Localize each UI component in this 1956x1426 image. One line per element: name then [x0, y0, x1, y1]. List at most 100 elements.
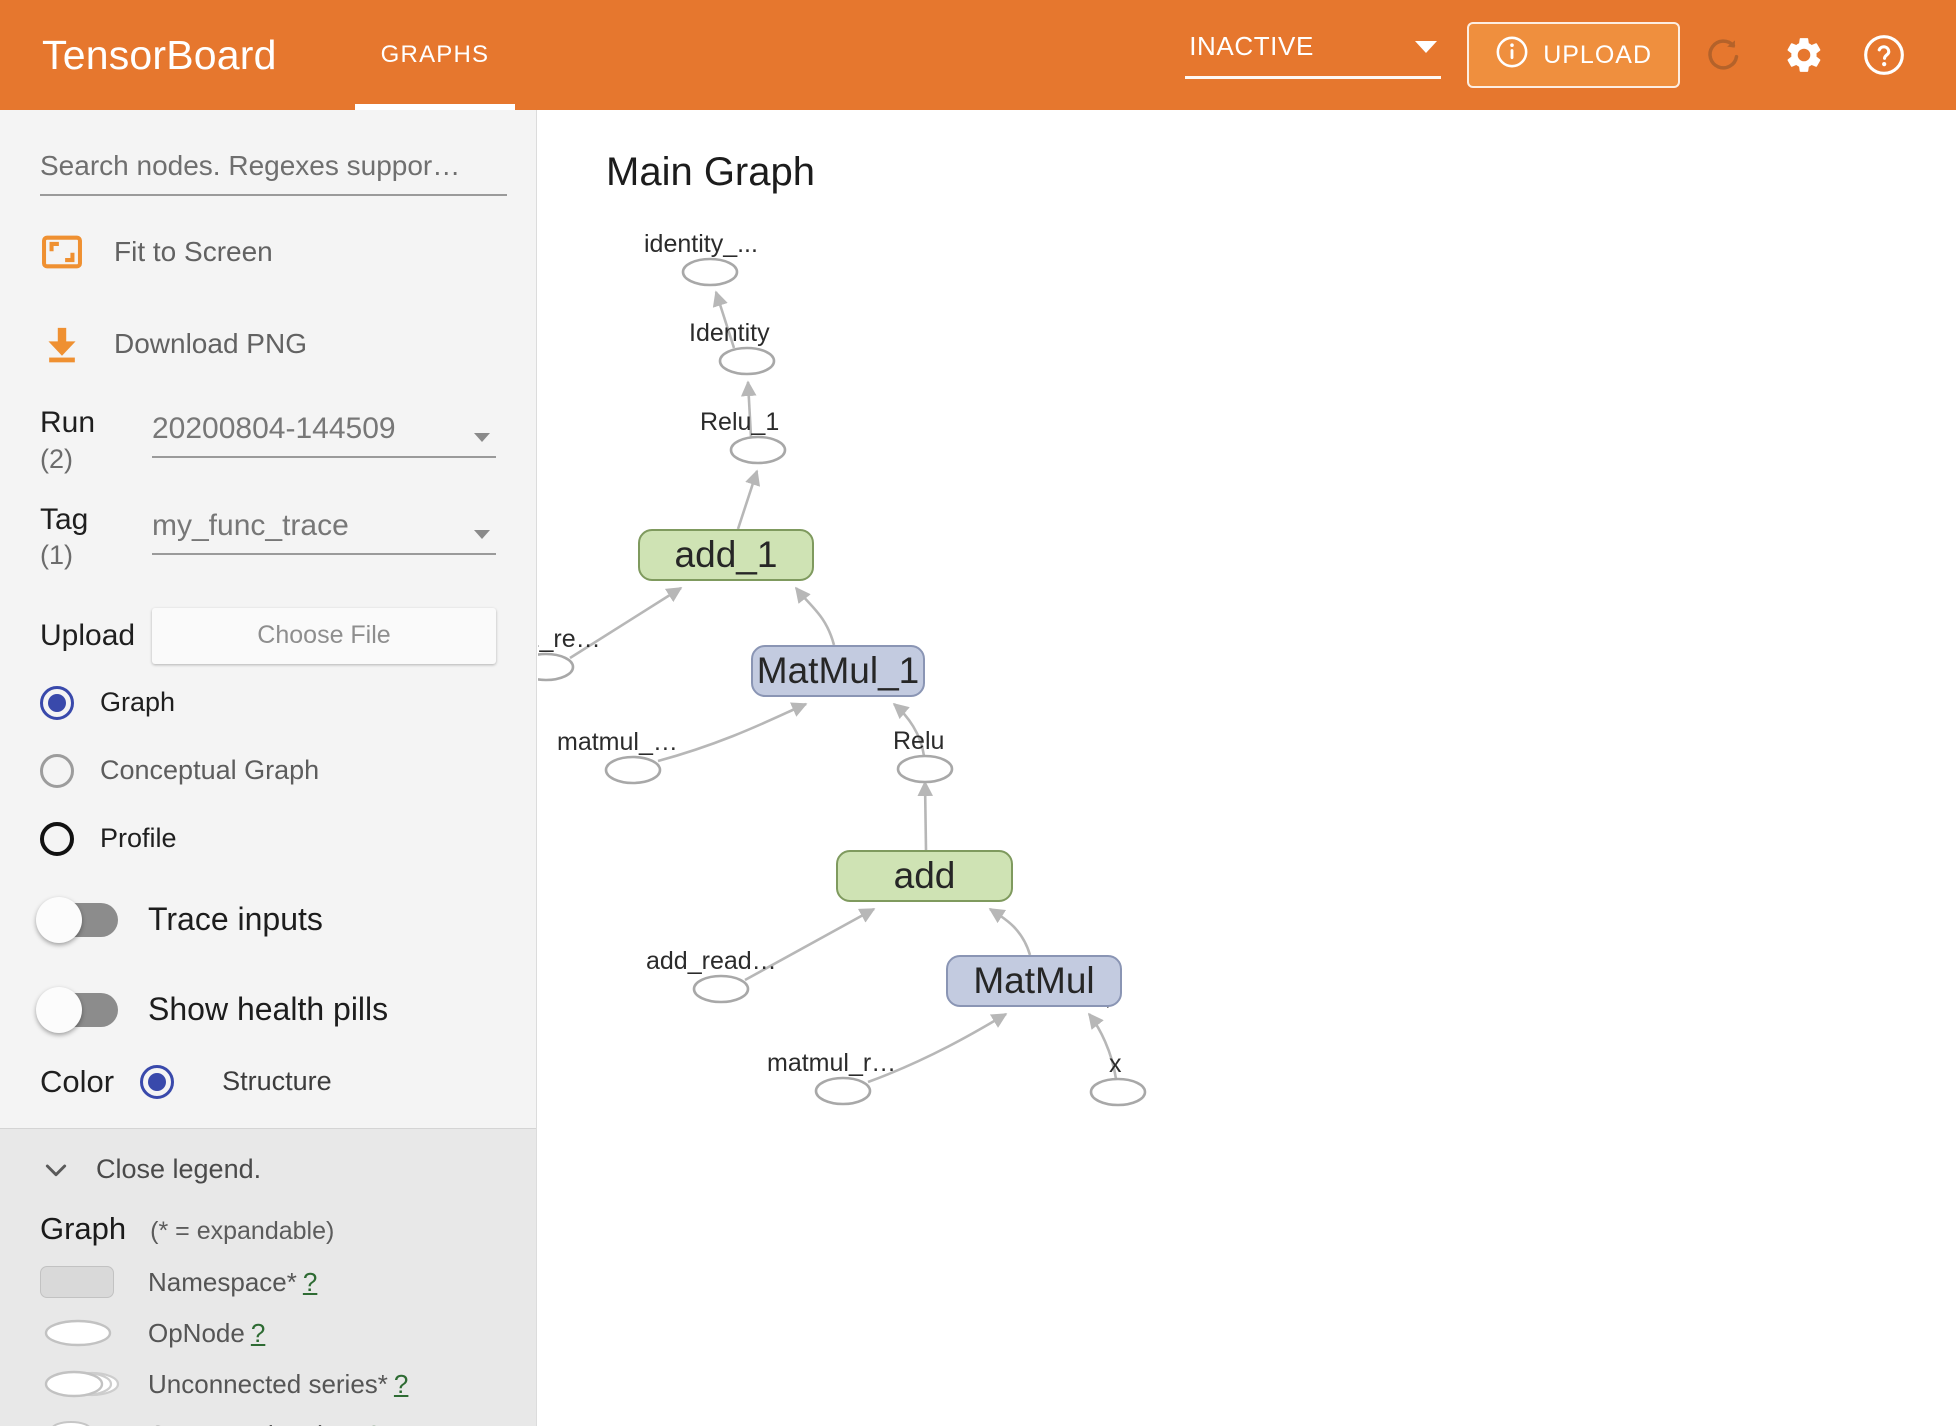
- op-node-add-read-label: add_read…: [646, 947, 777, 975]
- legend-item-unconnected-series: Unconnected series* ?: [40, 1359, 496, 1410]
- graph-canvas[interactable]: Main Graph: [538, 110, 1956, 1426]
- switch-knob: [36, 986, 82, 1033]
- legend-item-opnode-label: OpNode: [148, 1317, 245, 1348]
- legend-item-unconnected-series-label: Unconnected series*: [148, 1368, 388, 1399]
- health-pills-switch: [36, 986, 118, 1033]
- gear-icon: [1783, 34, 1825, 76]
- refresh-icon: [1704, 35, 1744, 75]
- upload-label: Upload: [40, 618, 136, 652]
- run-count: (2): [40, 443, 73, 474]
- tab-bar: GRAPHS: [354, 0, 516, 110]
- run-state-value: INACTIVE: [1189, 31, 1314, 61]
- fit-to-screen-button[interactable]: Fit to Screen: [40, 216, 496, 288]
- chevron-down-icon: [1415, 40, 1438, 53]
- radio-structure-indicator[interactable]: [140, 1064, 175, 1099]
- run-label: Run: [40, 406, 96, 439]
- legend-help-namespace[interactable]: ?: [302, 1266, 318, 1297]
- legend-item-opnode: OpNode ?: [40, 1308, 496, 1359]
- legend-panel: Close legend. Graph (* = expandable) Nam…: [0, 1127, 536, 1426]
- legend-help-connected-series[interactable]: ?: [366, 1420, 380, 1426]
- tag-dropdown[interactable]: my_func_trace: [152, 503, 496, 555]
- upload-button-label: UPLOAD: [1543, 40, 1652, 69]
- op-node-matmul-read-label: matmul_…: [557, 728, 678, 756]
- tag-label: Tag: [40, 502, 89, 536]
- graph-node-add-1-label: add_1: [674, 534, 778, 575]
- chevron-down-icon: [40, 1154, 72, 1186]
- legend-item-connected-series-label: Connected series*: [148, 1420, 360, 1426]
- op-node-identity-out-label: identity_...: [644, 230, 758, 258]
- graph-node-matmul-1[interactable]: MatMul_1: [751, 645, 925, 697]
- graph-edges: [569, 290, 1118, 1084]
- top-bar-right-controls: INACTIVE UPLOAD: [1185, 19, 1956, 91]
- tab-graphs[interactable]: GRAPHS: [354, 0, 516, 110]
- download-icon: [40, 322, 114, 366]
- radio-profile-indicator: [40, 821, 74, 856]
- refresh-button[interactable]: [1688, 19, 1760, 91]
- radio-graph-label: Graph: [100, 687, 176, 718]
- trace-inputs-switch: [36, 896, 118, 943]
- radio-conceptual-graph-label: Conceptual Graph: [100, 755, 320, 786]
- fit-to-screen-icon: [40, 230, 114, 274]
- tag-value: my_func_trace: [152, 508, 349, 542]
- legend-note: (* = expandable): [150, 1216, 335, 1245]
- op-node-relu-label: Relu: [893, 727, 945, 755]
- graph-node-add-label: add: [893, 855, 956, 896]
- run-dropdown[interactable]: 20200804-144509: [152, 406, 496, 458]
- radio-graph-indicator: [40, 685, 74, 720]
- run-label-block: Run (2): [40, 406, 152, 477]
- radio-conceptual-graph[interactable]: Conceptual Graph: [40, 742, 496, 800]
- choose-file-button[interactable]: Choose File: [152, 607, 496, 664]
- chevron-down-icon: [474, 529, 490, 539]
- op-node-relu: [896, 754, 954, 784]
- graph-node-matmul[interactable]: MatMul: [946, 955, 1122, 1007]
- tab-graphs-label: GRAPHS: [380, 41, 490, 68]
- help-button[interactable]: [1848, 19, 1920, 91]
- graph-op-nodes[interactable]: [538, 257, 1147, 1107]
- op-node-matmul-read: [604, 755, 662, 785]
- tag-label-block: Tag (1): [40, 503, 152, 574]
- show-health-pills-label: Show health pills: [148, 991, 389, 1028]
- radio-profile-label: Profile: [100, 823, 177, 854]
- graph-node-add-1[interactable]: add_1: [638, 529, 814, 581]
- help-circle-icon: [1862, 33, 1906, 77]
- unconnected-series-icon: [40, 1367, 148, 1401]
- op-node-relu-1-label: Relu_1: [700, 408, 780, 436]
- upload-file-row: Upload Choose File: [40, 607, 496, 664]
- tag-selector-row: Tag (1) my_func_trace: [40, 503, 496, 574]
- legend-help-opnode[interactable]: ?: [250, 1317, 266, 1348]
- tag-count: (1): [40, 540, 73, 571]
- opnode-ellipse-icon: [40, 1316, 148, 1350]
- chevron-down-icon: [474, 433, 490, 442]
- op-node-add-1-read: [538, 652, 575, 682]
- op-node-matmul-r: [814, 1076, 872, 1106]
- search-input[interactable]: [40, 150, 507, 196]
- search-field-wrapper: [40, 110, 507, 196]
- legend-help-unconnected-series[interactable]: ?: [393, 1368, 409, 1399]
- close-legend-button[interactable]: Close legend.: [40, 1129, 496, 1211]
- op-node-add-1-read-label: add_1_re…: [538, 625, 601, 653]
- fit-to-screen-label: Fit to Screen: [114, 236, 273, 267]
- color-label: Color: [40, 1063, 115, 1099]
- run-state-dropdown[interactable]: INACTIVE: [1185, 31, 1442, 79]
- legend-header: Graph (* = expandable): [40, 1211, 496, 1247]
- toggle-show-health-pills[interactable]: Show health pills: [36, 972, 496, 1048]
- color-mode-row: Color Structure: [40, 1064, 496, 1128]
- graph-svg: [538, 257, 1147, 1107]
- top-app-bar: TensorBoard GRAPHS INACTIVE UPLOAD: [0, 0, 1956, 110]
- upload-button[interactable]: UPLOAD: [1467, 22, 1680, 88]
- radio-graph[interactable]: Graph: [40, 674, 496, 732]
- trace-inputs-label: Trace inputs: [148, 901, 323, 938]
- legend-item-connected-series: Connected series* ?: [40, 1410, 496, 1426]
- op-node-identity: [718, 346, 776, 376]
- radio-profile[interactable]: Profile: [40, 810, 496, 868]
- toggle-trace-inputs[interactable]: Trace inputs: [36, 882, 496, 958]
- settings-button[interactable]: [1768, 19, 1840, 91]
- sidebar: Fit to Screen Download PNG Run (2) 20200…: [0, 110, 537, 1426]
- graph-node-add[interactable]: add: [836, 850, 1013, 902]
- download-png-label: Download PNG: [114, 328, 307, 359]
- radio-conceptual-graph-indicator: [40, 753, 74, 788]
- download-png-button[interactable]: Download PNG: [40, 308, 496, 380]
- op-node-x: [1089, 1077, 1147, 1107]
- legend-title: Graph: [40, 1210, 127, 1246]
- legend-item-namespace: Namespace* ?: [40, 1257, 496, 1308]
